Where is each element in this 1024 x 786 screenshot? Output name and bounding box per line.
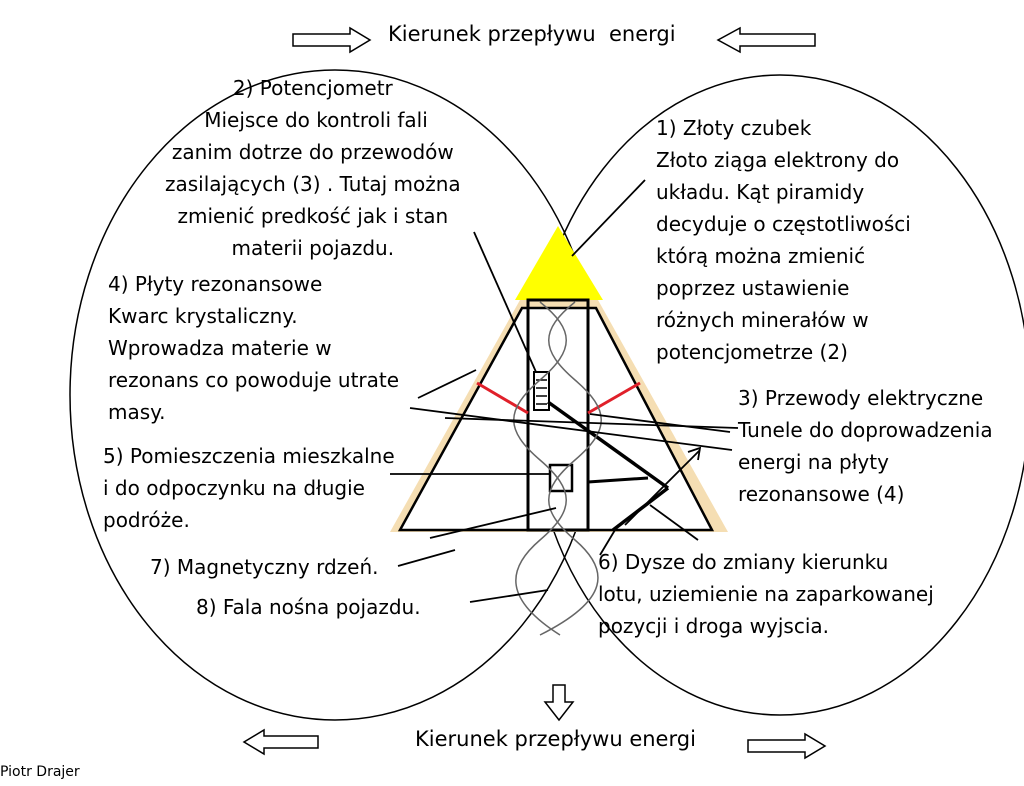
label-line: rezonansowe (4): [738, 482, 905, 506]
label-line: 7) Magnetyczny rdzeń.: [150, 555, 379, 579]
flow-arrow-top-right: [716, 26, 816, 54]
carrier-wave: [513, 301, 567, 636]
label-line: energi na płyty: [738, 450, 889, 474]
label-line: różnych minerałów w: [656, 308, 869, 332]
label-potencjometr: 2) Potencjometr Miejsce do kontroli fali…: [165, 72, 461, 264]
label-line: którą można zmienić: [656, 244, 866, 268]
label-line: 6) Dysze do zmiany kierunku: [598, 550, 889, 574]
label-line: zanim dotrze do przewodów: [171, 140, 454, 164]
label-line: pozycji i droga wyjscia.: [598, 614, 830, 638]
label-line: 8) Fala nośna pojazdu.: [196, 595, 421, 619]
flow-arrow-bottom-left: [242, 728, 319, 756]
label-pomieszczenia: 5) Pomieszczenia mieszkalne i do odpoczyn…: [103, 440, 395, 536]
author-signature: Piotr Drajer: [0, 764, 80, 780]
flow-arrow-down: [543, 684, 575, 722]
label-line: układu. Kąt piramidy: [656, 180, 865, 204]
label-line: podróże.: [103, 508, 190, 532]
label-line: 2) Potencjometr: [232, 76, 393, 100]
label-line: poprzez ustawienie: [656, 276, 850, 300]
label-line: zasilających (3) . Tutaj można: [165, 172, 461, 196]
label-line: 3) Przewody elektryczne: [738, 386, 984, 410]
label-line: decyduje o częstotliwości: [656, 212, 911, 236]
label-line: i do odpoczynku na długie: [103, 476, 365, 500]
label-line: zmienić predkość jak i stan: [177, 204, 449, 228]
leader-lines: [390, 179, 739, 603]
resonance-plate-right: [587, 381, 641, 415]
label-line: rezonans co powoduje utrate: [108, 368, 400, 392]
label-fala: 8) Fala nośna pojazdu.: [196, 591, 421, 623]
golden-tip: [515, 226, 603, 300]
label-line: Złoto ziąga elektrony do: [656, 148, 900, 172]
label-rdzen: 7) Magnetyczny rdzeń.: [150, 551, 379, 583]
label-line: 1) Złoty czubek: [656, 116, 812, 140]
label-line: potencjometrze (2): [656, 340, 848, 364]
label-line: Miejsce do kontroli fali: [197, 108, 428, 132]
label-line: 5) Pomieszczenia mieszkalne: [103, 444, 395, 468]
flow-arrow-top-left: [292, 26, 372, 54]
label-line: masy.: [108, 400, 166, 424]
flow-title-bottom: Kierunek przepływu energi: [415, 727, 696, 751]
label-dysze: 6) Dysze do zmiany kierunku lotu, uziemie…: [598, 546, 934, 642]
living-quarters-block: [548, 463, 574, 493]
label-line: Tunele do doprowadzenia: [738, 418, 993, 442]
label-line: materii pojazdu.: [231, 236, 395, 260]
resonance-plate-left: [476, 381, 529, 415]
central-shaft: [526, 298, 590, 532]
label-line: Kwarc krystaliczny.: [108, 304, 298, 328]
flow-title-top: Kierunek przepływu energi: [388, 22, 676, 46]
label-line: 4) Płyty rezonansowe: [108, 272, 323, 296]
label-line: Wprowadza materie w: [108, 336, 332, 360]
label-line: lotu, uziemienie na zaparkowanej: [598, 582, 934, 606]
flow-arrow-bottom-right: [747, 732, 827, 760]
